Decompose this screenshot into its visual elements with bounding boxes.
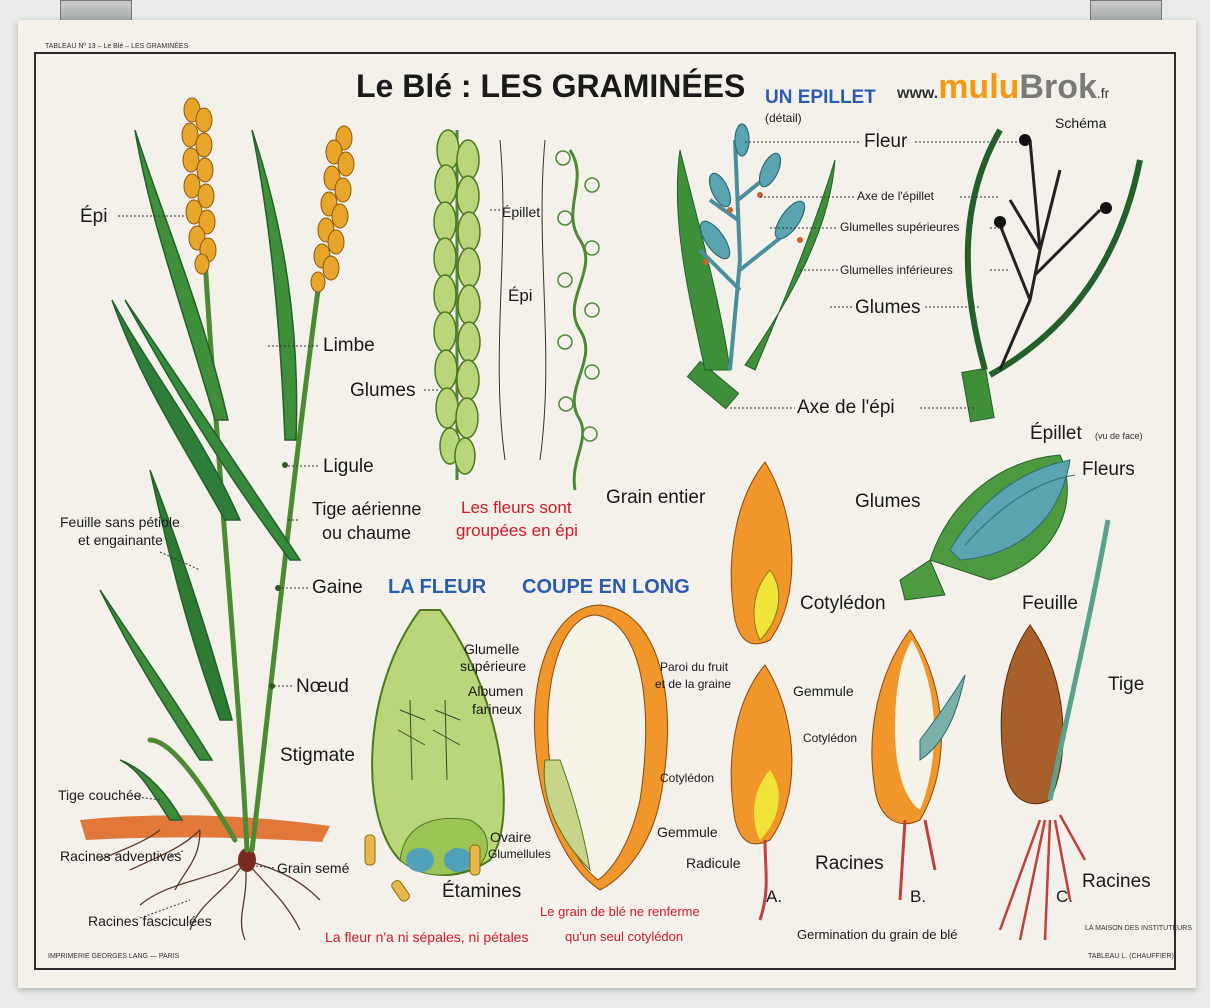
label-face-glumes: Glumes [855, 492, 920, 511]
label-stage-b: B. [910, 888, 926, 905]
label-axe-epillet: Axe de l'épillet [857, 190, 934, 202]
ear-caption-line-2: groupées en épi [456, 522, 578, 539]
label-ear-glumes: Glumes [350, 381, 415, 400]
label-spikelet-glumes: Glumes [855, 298, 920, 317]
watermark-brand-a: mulu [938, 68, 1019, 106]
label-epi: Épi [80, 207, 107, 226]
label-etamines: Étamines [442, 882, 521, 901]
label-grain-cotyledon: Cotylédon [660, 772, 714, 784]
label-grain-gemmule: Gemmule [657, 825, 718, 839]
label-glumelles-inferieures: Glumelles inférieures [840, 264, 953, 276]
label-fleur: Fleur [864, 132, 907, 151]
label-axe-epi: Axe de l'épi [797, 398, 895, 417]
label-face-epillet: Épillet [1030, 424, 1082, 443]
label-tige: Tige [1108, 675, 1144, 694]
footer-publisher: LA MAISON DES INSTITUTEURS [1085, 925, 1192, 932]
watermark-prefix: www. [897, 85, 938, 102]
grain-section-illustration [534, 605, 667, 890]
germination-caption: Germination du grain de blé [797, 928, 957, 941]
label-glumelle-2: supérieure [460, 659, 526, 673]
ear-caption-line-1: Les fleurs sont [461, 499, 572, 516]
label-grain-entier: Grain entier [606, 488, 705, 507]
section-schema: Schéma [1055, 116, 1106, 130]
label-stage-a: A. [766, 888, 782, 905]
label-albumen-1: Albumen [468, 684, 523, 698]
label-gaine: Gaine [312, 578, 363, 597]
label-paroi-2: et de la graine [655, 678, 731, 690]
label-feuille: Feuille [1022, 594, 1078, 613]
label-radicule: Radicule [686, 856, 740, 870]
label-ligule: Ligule [323, 457, 374, 476]
label-ovaire: Ovaire [490, 830, 531, 844]
label-ear-epillet: Épillet [502, 205, 540, 219]
page-title: Le Blé : LES GRAMINÉES [356, 70, 745, 102]
label-face-fleurs: Fleurs [1082, 460, 1135, 479]
label-grain-seme: Grain semé [277, 861, 349, 875]
footer-tableau: TABLEAU L. (CHAUFFIER) [1088, 953, 1174, 960]
watermark: www.muluBrok.fr [897, 70, 1109, 104]
label-et-engainante: et engainante [78, 533, 163, 547]
label-stage-c: C. [1056, 888, 1073, 905]
label-feuille-sans-petiole: Feuille sans pétiole [60, 515, 180, 529]
grain-caption-line-2: qu'un seul cotylédon [565, 930, 683, 943]
label-limbe: Limbe [323, 336, 375, 355]
label-albumen-2: farineux [472, 702, 522, 716]
spikelet-detail-illustration [677, 124, 835, 409]
grain-caption-line-1: Le grain de blé ne renferme [540, 905, 700, 918]
label-vu-de-face: (vu de face) [1095, 432, 1143, 441]
label-paroi-1: Paroi du fruit [660, 661, 728, 673]
watermark-suffix: .fr [1097, 85, 1109, 101]
label-glumellules: Glumellules [488, 848, 551, 860]
label-stigmate: Stigmate [280, 746, 355, 765]
section-epillet-detail: (détail) [765, 112, 802, 124]
label-glumelle-1: Glumelle [464, 642, 519, 656]
label-racines-b: Racines [815, 854, 884, 873]
label-tige-aerienne: Tige aérienne [312, 500, 421, 518]
label-glumelles-superieures: Glumelles supérieures [840, 221, 959, 233]
soil-strip [80, 815, 330, 842]
tableau-reference: TABLEAU Nº 13 – Le Blé – LES GRAMINÉES [45, 43, 188, 50]
label-ear-epi: Épi [508, 287, 533, 304]
spikelet-schema-illustration [962, 130, 1140, 422]
label-germ-cotyledon-b: Cotylédon [803, 732, 857, 744]
label-tige-couchee: Tige couchée [58, 788, 142, 802]
watermark-brand-b: Brok [1019, 68, 1096, 106]
label-racines-adventives: Racines adventives [60, 849, 181, 863]
label-noeud: Nœud [296, 677, 349, 696]
section-epillet-title: UN EPILLET [765, 88, 876, 107]
spikelet-face-illustration [900, 455, 1075, 600]
section-coupe-title: COUPE EN LONG [522, 577, 690, 597]
label-racines-fasciculees: Racines fasciculées [88, 914, 212, 928]
label-germ-gemmule: Gemmule [793, 684, 854, 698]
footer-printer: IMPRIMERIE GEORGES LANG — PARIS [48, 953, 179, 960]
flower-caption: La fleur n'a ni sépales, ni pétales [325, 930, 528, 944]
label-ou-chaume: ou chaume [322, 524, 411, 542]
label-germ-cotyledon: Cotylédon [800, 594, 886, 613]
label-racines-c: Racines [1082, 872, 1151, 891]
section-fleur-title: LA FLEUR [388, 577, 486, 597]
wheat-ear-illustration [434, 130, 599, 490]
